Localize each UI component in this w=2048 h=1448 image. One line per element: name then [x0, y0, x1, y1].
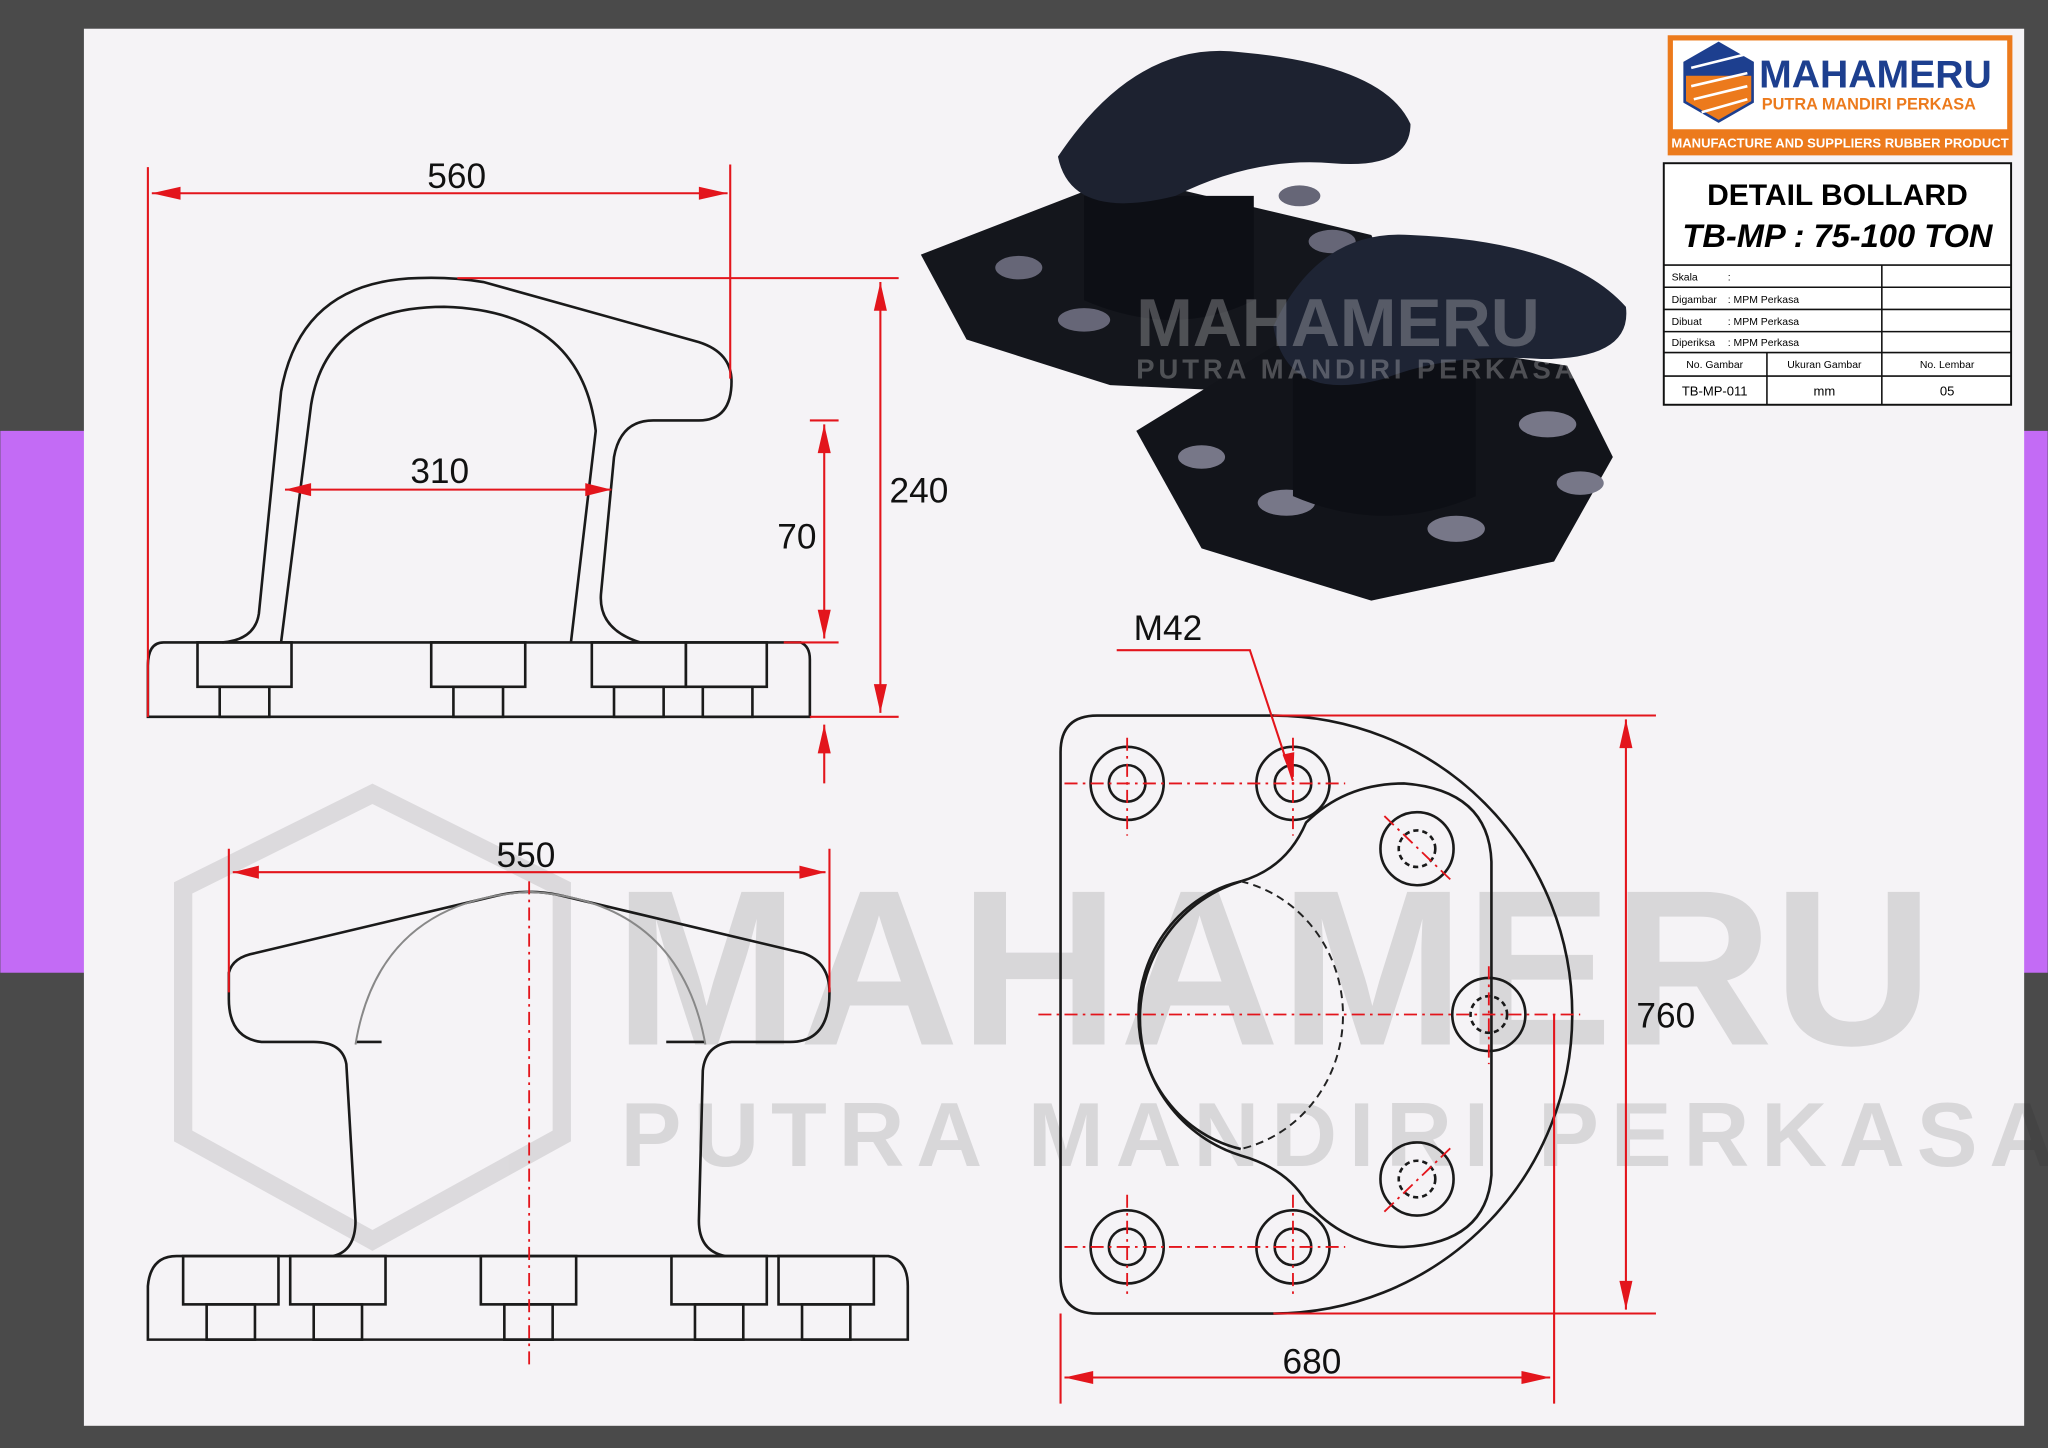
company-logo: MAHAMERU PUTRA MANDIRI PERKASA MANUFACTU…	[1667, 35, 2013, 156]
value-no-gambar: TB-MP-011	[1682, 384, 1748, 399]
row-label-dibuat: Dibuat	[1672, 317, 1702, 328]
row-value-digambar: : MPM Perkasa	[1728, 295, 1800, 306]
front-view: 550	[146, 836, 910, 1365]
header-no-lembar: No. Lembar	[1920, 360, 1975, 371]
dim-front-width: 550	[497, 836, 556, 875]
dim-side-inner: 310	[410, 452, 469, 491]
value-ukuran-gambar: mm	[1814, 384, 1836, 399]
row-value-skala: :	[1728, 273, 1731, 284]
value-no-lembar: 05	[1940, 384, 1955, 399]
watermark-subtitle: PUTRA MANDIRI PERKASA	[621, 1084, 2048, 1186]
drawing-title: DETAIL BOLLARD	[1707, 179, 1968, 212]
bollard-photo: MAHAMERU PUTRA MANDIRI PERKASA	[920, 50, 1627, 601]
row-label-digambar: Digambar	[1672, 295, 1718, 306]
dim-side-height: 240	[890, 472, 949, 511]
dim-plan-height: 760	[1636, 997, 1695, 1036]
dim-bolt-size: M42	[1134, 609, 1203, 648]
watermark-brand: MAHAMERU	[614, 845, 1933, 1093]
photo-watermark-brand: MAHAMERU	[1136, 286, 1539, 361]
header-no-gambar: No. Gambar	[1686, 360, 1743, 371]
row-label-diperiksa: Diperiksa	[1672, 338, 1716, 349]
drawing-model: TB-MP : 75-100 TON	[1682, 217, 1993, 254]
title-block: DETAIL BOLLARD TB-MP : 75-100 TON Skala …	[1662, 162, 2013, 406]
dim-plan-width: 680	[1283, 1343, 1342, 1382]
row-label-skala: Skala	[1672, 273, 1698, 284]
hexagon-logo-icon	[1683, 41, 1754, 123]
watermark: MAHAMERU PUTRA MANDIRI PERKASA	[174, 783, 2048, 1251]
dim-side-neck: 70	[777, 517, 816, 556]
row-value-dibuat: : MPM Perkasa	[1728, 317, 1800, 328]
dim-side-length: 560	[427, 157, 486, 196]
row-value-diperiksa: : MPM Perkasa	[1728, 338, 1800, 349]
side-view: 560 310 240 70	[146, 157, 949, 784]
watermark-logo-icon	[174, 783, 571, 1251]
logo-subtitle: PUTRA MANDIRI PERKASA	[1762, 96, 1976, 114]
header-ukuran-gambar: Ukuran Gambar	[1787, 360, 1862, 371]
photo-watermark-subtitle: PUTRA MANDIRI PERKASA	[1136, 354, 1578, 385]
logo-tagline: MANUFACTURE AND SUPPLIERS RUBBER PRODUCT	[1671, 136, 2008, 151]
logo-brand: MAHAMERU	[1759, 53, 1992, 96]
plan-view: M42 760 680	[1038, 609, 1695, 1404]
